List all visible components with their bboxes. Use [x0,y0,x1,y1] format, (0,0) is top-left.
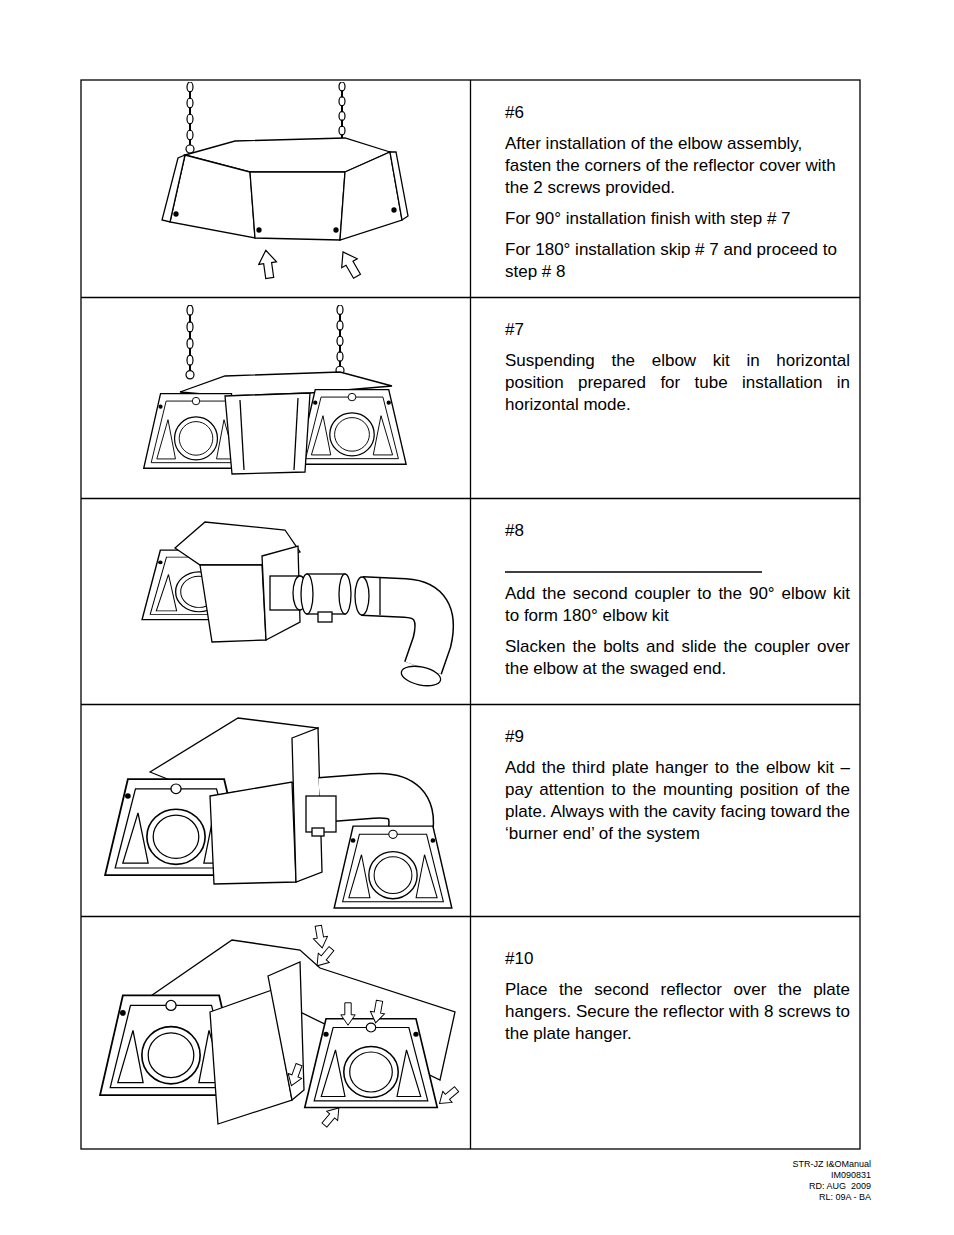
step-number: #8 [505,520,850,542]
table-grid-part [81,916,860,917]
instruction-cell: #10Place the second reflector over the p… [471,916,860,1149]
reflector-cover-figure-part [174,212,178,216]
second-reflector-figure-part [369,1000,387,1025]
suspended-elbow-figure-part [186,305,194,379]
suspended-elbow-figure-part [298,390,406,465]
reflector-cover-figure-part [186,82,194,153]
instruction-text: For 180° installation skip # 7 and proce… [505,239,850,283]
footer-label: RD: AUG 2009 [792,1181,871,1192]
instruction-text: After installation of the elbow assembly… [505,133,850,199]
coupler-elbow-figure-part [362,596,434,668]
suspended-elbow-figure-part [336,305,344,374]
instruction-text: Add the second coupler to the 90° elbow … [505,583,850,627]
reflector-cover-figure-part [162,155,185,222]
coupler-elbow-figure-part [301,574,313,614]
instruction-text: Slacken the bolts and slide the coupler … [505,636,850,680]
coupler-elbow-figure-part [200,565,266,642]
reflector-cover-figure-part [390,152,408,220]
second-reflector-figure-part-part [312,944,337,970]
second-reflector-figure-part-part [319,1103,344,1129]
blank-underline [505,571,762,573]
table-grid-part [81,704,860,705]
coupler-elbow-figure [142,522,442,689]
reflector-cover-figure-part-part [335,248,365,281]
table-grid-part [81,297,860,298]
second-reflector-figure-part-part [341,1003,355,1025]
reflector-cover-figure-part [338,82,346,147]
second-reflector-figure-part-part [435,1084,461,1109]
reflector-cover-figure-part [257,249,279,279]
table-grid-part [470,80,471,1149]
instruction-cell: #6After installation of the elbow assemb… [471,80,860,297]
third-hanger-figure-part [312,828,324,836]
second-reflector-figure [100,925,461,1130]
reflector-cover-figure-part [392,208,396,212]
footer: STR-JZ I&OManualIM090831RD: AUG 2009RL: … [792,1159,871,1203]
reflector-cover-figure-part [334,228,338,232]
coupler-elbow-figure-part [362,596,434,668]
coupler-elbow-figure-part [318,612,332,622]
footer-label: IM090831 [792,1170,871,1181]
second-reflector-figure-part [305,1019,438,1108]
reflector-cover-figure-part [335,248,365,281]
table-grid [81,80,860,1149]
second-reflector-figure-part [312,944,337,970]
coupler-elbow-figure-part [400,663,443,689]
second-reflector-figure-part [285,1062,306,1088]
table-grid-part [81,80,860,1149]
coupler-elbow-figure-part [355,577,369,615]
second-reflector-figure-part [341,1003,355,1025]
third-hanger-figure-part [334,826,452,908]
suspended-elbow-figure [144,305,406,474]
second-reflector-figure-part [311,925,329,950]
reflector-cover-figure-part [250,172,345,240]
reflector-cover-figure-part [257,228,261,232]
coupler-elbow-figure-part [339,574,351,614]
suspended-elbow-figure-part [225,393,310,474]
second-reflector-figure-part-part [285,1062,306,1088]
table-grid-part [81,498,860,499]
instruction-text: Add the third plate hanger to the elbow … [505,757,850,845]
instruction-text: For 90° installation finish with step # … [505,208,850,230]
instruction-text: Place the second reflector over the plat… [505,979,850,1045]
step-number: #10 [505,948,850,970]
second-reflector-figure-part [319,1103,344,1129]
instruction-cell: #8Add the second coupler to the 90° elbo… [471,498,860,704]
second-reflector-figure-part [435,1084,461,1109]
suspended-elbow-figure-part [240,400,244,470]
footer-label: STR-JZ I&OManual [792,1159,871,1170]
suspended-elbow-figure-part [294,398,298,470]
reflector-cover-figure [162,82,408,281]
instruction-text: Suspending the elbow kit in horizontal p… [505,350,850,416]
step-number: #7 [505,319,850,341]
third-hanger-figure-part [210,782,296,884]
instruction-cell: #7Suspending the elbow kit in horizontal… [471,297,860,498]
reflector-cover-figure-part-part [257,249,279,279]
third-hanger-figure [105,718,452,908]
footer-label: RL: 09A - BA [792,1192,871,1203]
third-hanger-figure-part [306,796,336,832]
step-number: #6 [505,102,850,124]
second-reflector-figure-part-part [311,925,329,950]
step-number: #9 [505,726,850,748]
coupler-elbow-figure-part [379,578,380,615]
second-reflector-figure-part-part [369,1000,387,1025]
instruction-cell: #9Add the third plate hanger to the elbo… [471,704,860,916]
